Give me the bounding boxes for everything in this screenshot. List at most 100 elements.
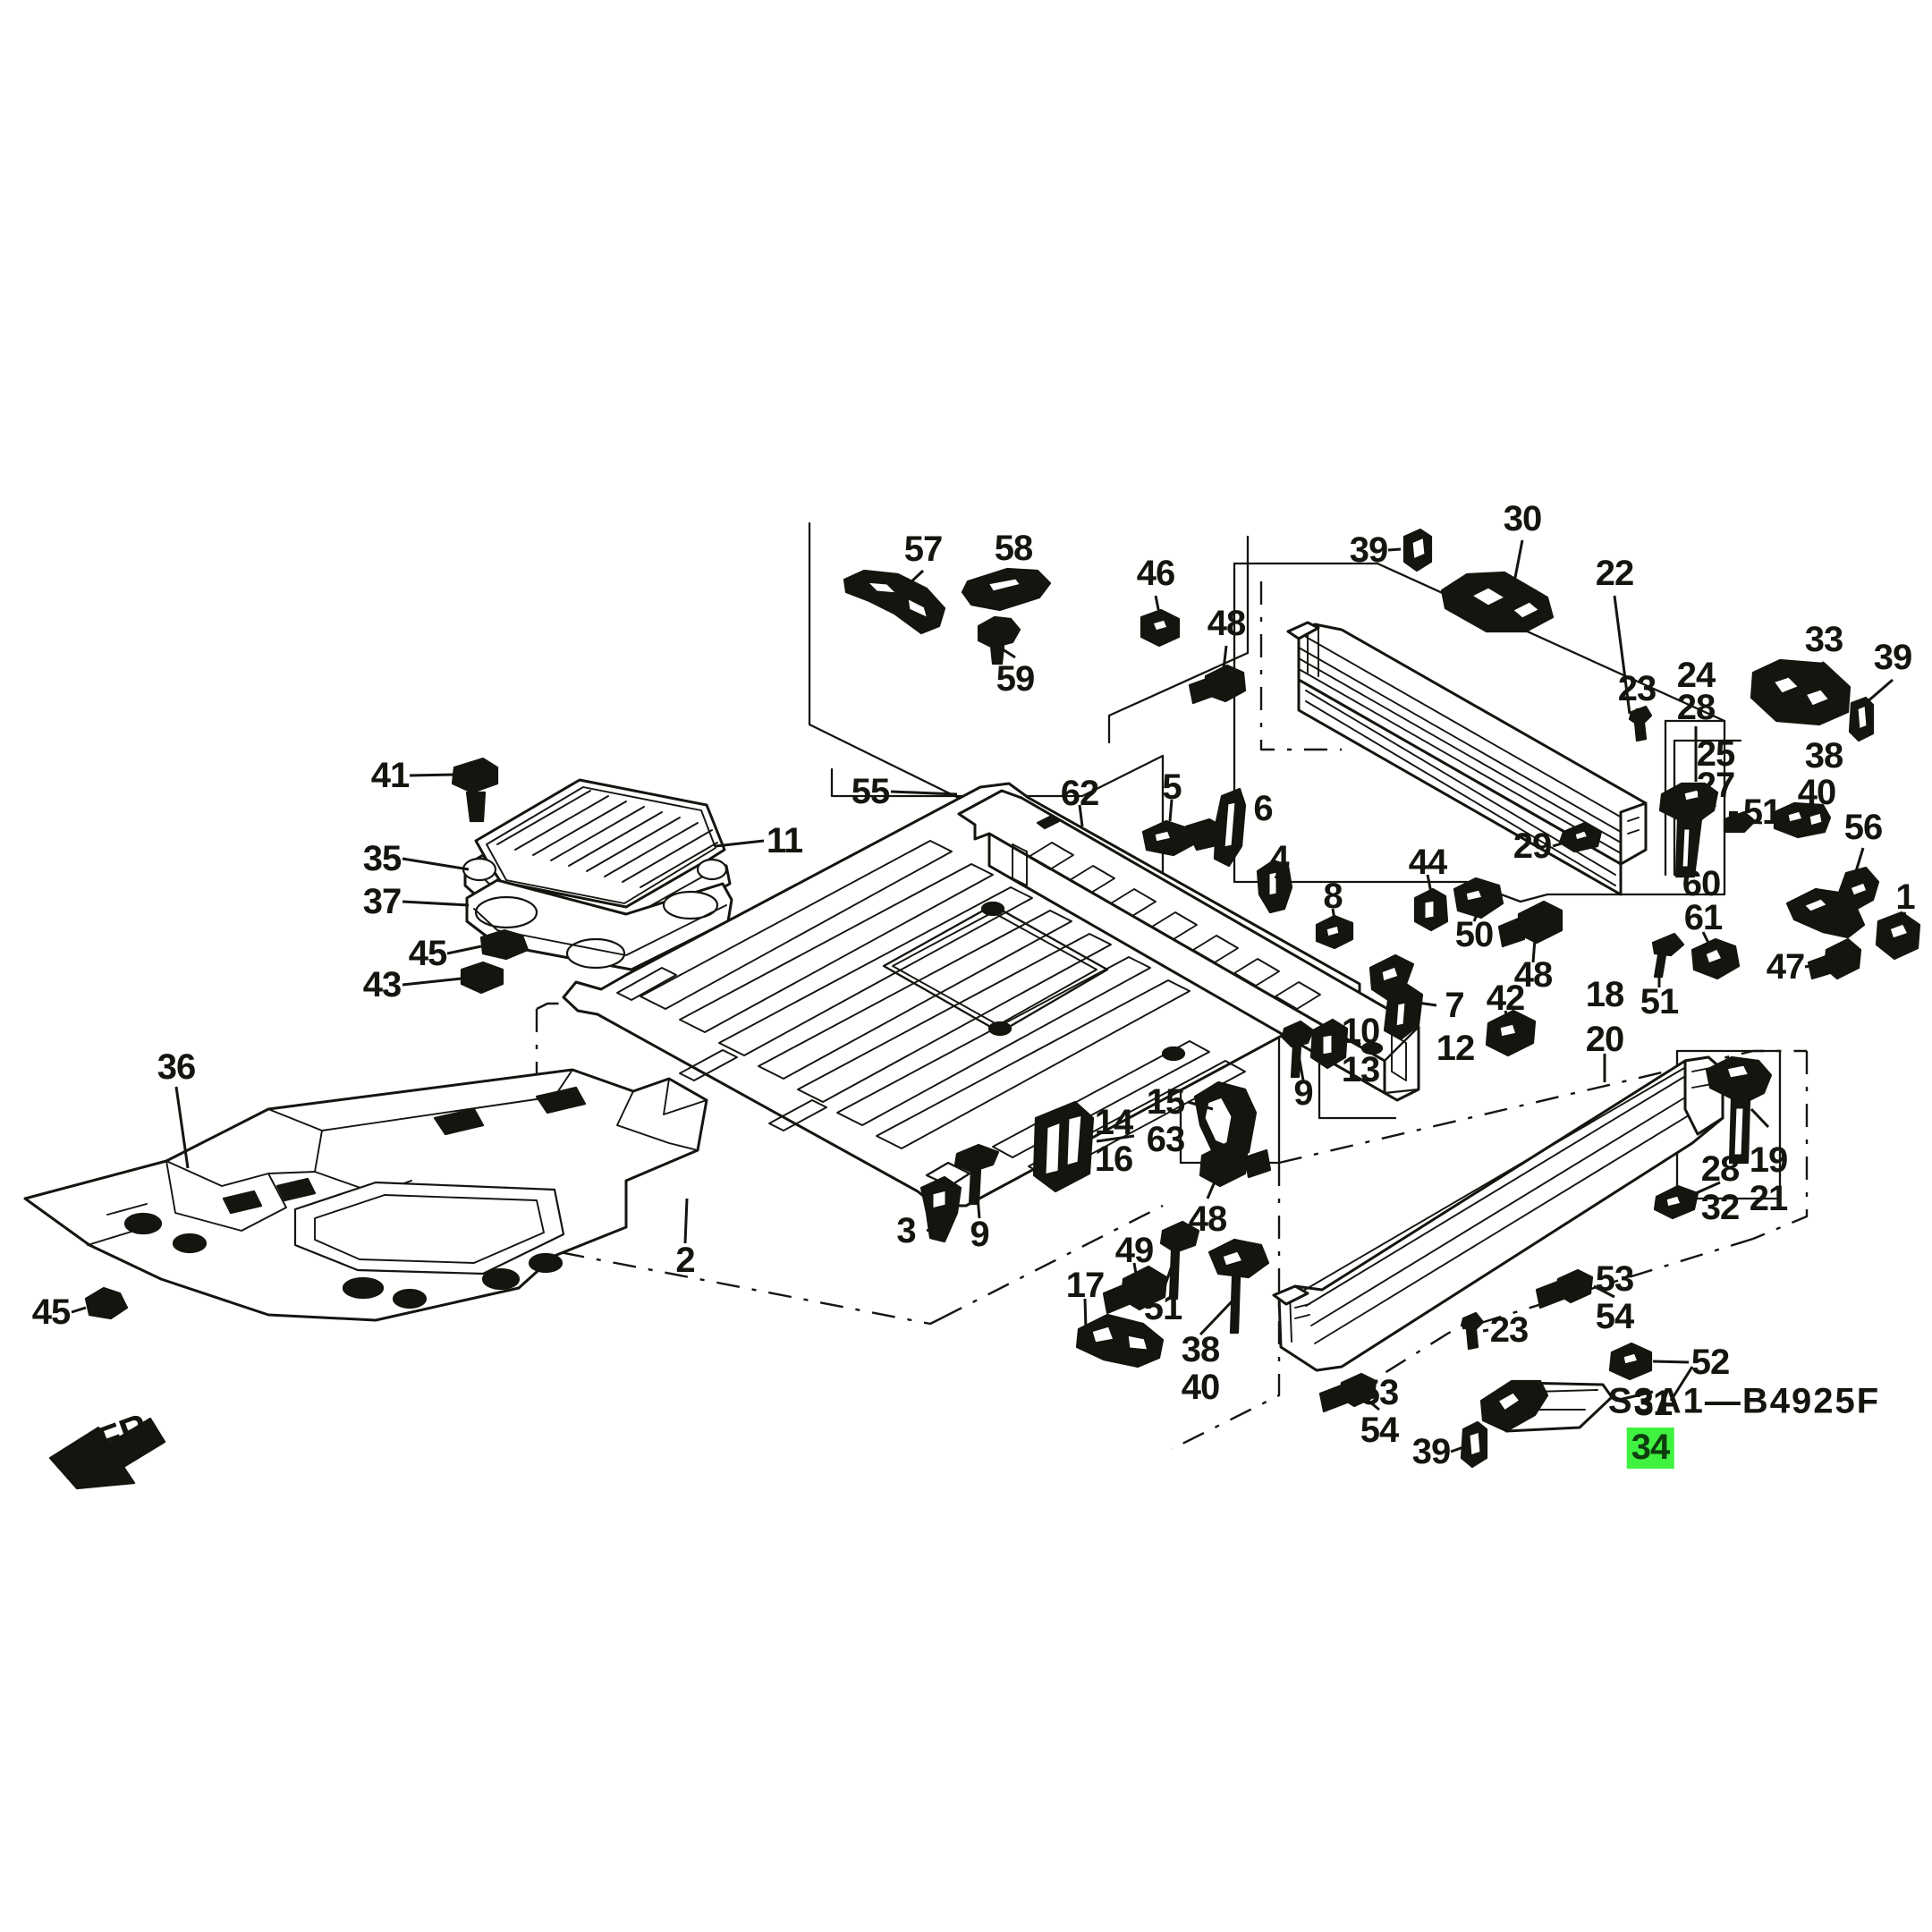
diagram-part-number: S3A1—B4925F: [1607, 1381, 1881, 1421]
callout-29[interactable]: 29: [1513, 826, 1552, 866]
callout-8[interactable]: 8: [1323, 877, 1343, 916]
callout-41[interactable]: 41: [370, 756, 410, 795]
part-5-bracket: [1141, 818, 1227, 857]
callout-40[interactable]: 40: [1181, 1368, 1220, 1407]
callout-27[interactable]: 27: [1696, 766, 1735, 805]
callout-7[interactable]: 7: [1445, 986, 1464, 1025]
callout-45[interactable]: 45: [31, 1292, 71, 1332]
callout-24[interactable]: 24: [1676, 656, 1716, 695]
callout-28[interactable]: 28: [1700, 1149, 1740, 1189]
part-56-pipe: [1785, 866, 1880, 939]
callout-25[interactable]: 25: [1696, 734, 1735, 774]
callout-35[interactable]: 35: [362, 839, 402, 878]
callout-51[interactable]: 51: [1143, 1288, 1182, 1327]
callout-10[interactable]: 10: [1341, 1012, 1380, 1051]
callout-39[interactable]: 39: [1873, 638, 1912, 677]
callout-16[interactable]: 16: [1094, 1140, 1133, 1179]
callout-42[interactable]: 42: [1486, 979, 1525, 1018]
callout-14[interactable]: 14: [1094, 1103, 1133, 1142]
callout-57[interactable]: 57: [903, 530, 943, 569]
callout-15[interactable]: 15: [1146, 1082, 1185, 1122]
part-31-34-latch: [1479, 1379, 1614, 1433]
callout-30[interactable]: 30: [1503, 499, 1542, 538]
callout-28[interactable]: 28: [1676, 688, 1716, 727]
callout-37[interactable]: 37: [362, 882, 402, 921]
callout-45[interactable]: 45: [408, 934, 447, 973]
part-39-clip-bottom: [1460, 1420, 1488, 1469]
part-6-bracket: [1213, 787, 1247, 868]
callout-23[interactable]: 23: [1489, 1310, 1529, 1350]
callout-39[interactable]: 39: [1411, 1432, 1451, 1471]
callout-20[interactable]: 20: [1585, 1020, 1624, 1059]
callout-47[interactable]: 47: [1766, 947, 1805, 987]
part-29-clip: [1558, 821, 1603, 853]
callout-3[interactable]: 3: [896, 1211, 916, 1250]
part-49-bolt: [1102, 1265, 1168, 1315]
group-boundary-tailgate: [1171, 1049, 1809, 1451]
callout-21[interactable]: 21: [1749, 1179, 1788, 1218]
callout-2[interactable]: 2: [675, 1241, 695, 1280]
callout-33[interactable]: 33: [1804, 620, 1843, 659]
callout-18[interactable]: 18: [1585, 975, 1624, 1014]
part-48-bolt-upper: [1188, 664, 1247, 705]
callout-48[interactable]: 48: [1207, 604, 1246, 643]
part-60-61-clip: [1651, 932, 1741, 980]
part-7-12-bracket: [1368, 953, 1424, 1041]
callout-44[interactable]: 44: [1408, 843, 1447, 882]
callout-48[interactable]: 48: [1188, 1199, 1227, 1239]
callout-23[interactable]: 23: [1617, 669, 1657, 708]
callout-6[interactable]: 6: [1253, 789, 1273, 828]
callout-22[interactable]: 22: [1595, 554, 1634, 593]
callout-4[interactable]: 4: [1269, 839, 1289, 878]
callout-38[interactable]: 38: [1181, 1330, 1220, 1369]
callout-58[interactable]: 58: [994, 529, 1033, 568]
callout-38[interactable]: 38: [1804, 736, 1843, 775]
callout-32[interactable]: 32: [1700, 1188, 1740, 1227]
part-37-seal-plate: [465, 878, 733, 971]
callout-12[interactable]: 12: [1436, 1029, 1475, 1068]
callout-49[interactable]: 49: [1114, 1231, 1154, 1270]
callout-51[interactable]: 51: [1742, 792, 1782, 832]
callout-9[interactable]: 9: [970, 1215, 989, 1254]
callout-31[interactable]: 31: [1633, 1384, 1673, 1423]
callout-62[interactable]: 62: [1060, 774, 1099, 813]
callout-63[interactable]: 63: [1146, 1120, 1185, 1159]
part-41-bolt: [451, 757, 499, 823]
callout-11[interactable]: 11: [766, 821, 803, 860]
callout-9[interactable]: 9: [1293, 1073, 1313, 1113]
callout-59[interactable]: 59: [996, 659, 1035, 699]
callout-48[interactable]: 48: [1513, 955, 1553, 995]
callout-5[interactable]: 5: [1162, 767, 1182, 807]
part-48-bolt-lower: [1199, 1141, 1272, 1188]
part-44-clip: [1413, 887, 1449, 932]
callout-46[interactable]: 46: [1136, 554, 1175, 593]
callout-1[interactable]: 1: [1895, 877, 1915, 917]
callout-50[interactable]: 50: [1454, 915, 1494, 954]
callout-54[interactable]: 54: [1595, 1297, 1634, 1336]
callout-60[interactable]: 60: [1682, 864, 1721, 903]
callout-52[interactable]: 52: [1690, 1343, 1730, 1382]
callout-19[interactable]: 19: [1749, 1140, 1788, 1180]
leader-lines: [71, 539, 1907, 1453]
callout-51[interactable]: 51: [1640, 982, 1679, 1021]
callout-43[interactable]: 43: [362, 965, 402, 1004]
callout-53[interactable]: 53: [1360, 1373, 1399, 1412]
callout-56[interactable]: 56: [1843, 808, 1883, 847]
part-47-bolt: [1807, 937, 1862, 980]
part-9-pin-center: [1281, 1020, 1315, 1079]
callout-55[interactable]: 55: [851, 772, 890, 811]
callout-36[interactable]: 36: [157, 1047, 196, 1087]
callout-40[interactable]: 40: [1797, 773, 1836, 812]
callout-54[interactable]: 54: [1360, 1411, 1399, 1450]
callout-39[interactable]: 39: [1349, 530, 1388, 570]
callout-53[interactable]: 53: [1595, 1259, 1634, 1299]
part-53-54-bolt-upper: [1535, 1268, 1594, 1309]
callout-61[interactable]: 61: [1683, 898, 1723, 937]
callout-17[interactable]: 17: [1065, 1266, 1105, 1305]
part-14-16-bracket: [1032, 1100, 1095, 1193]
part-43-nut: [460, 961, 504, 995]
part-51-bolt-lower: [1159, 1220, 1200, 1301]
callout-34-highlighted[interactable]: 34: [1626, 1428, 1674, 1469]
callout-13[interactable]: 13: [1341, 1050, 1380, 1089]
